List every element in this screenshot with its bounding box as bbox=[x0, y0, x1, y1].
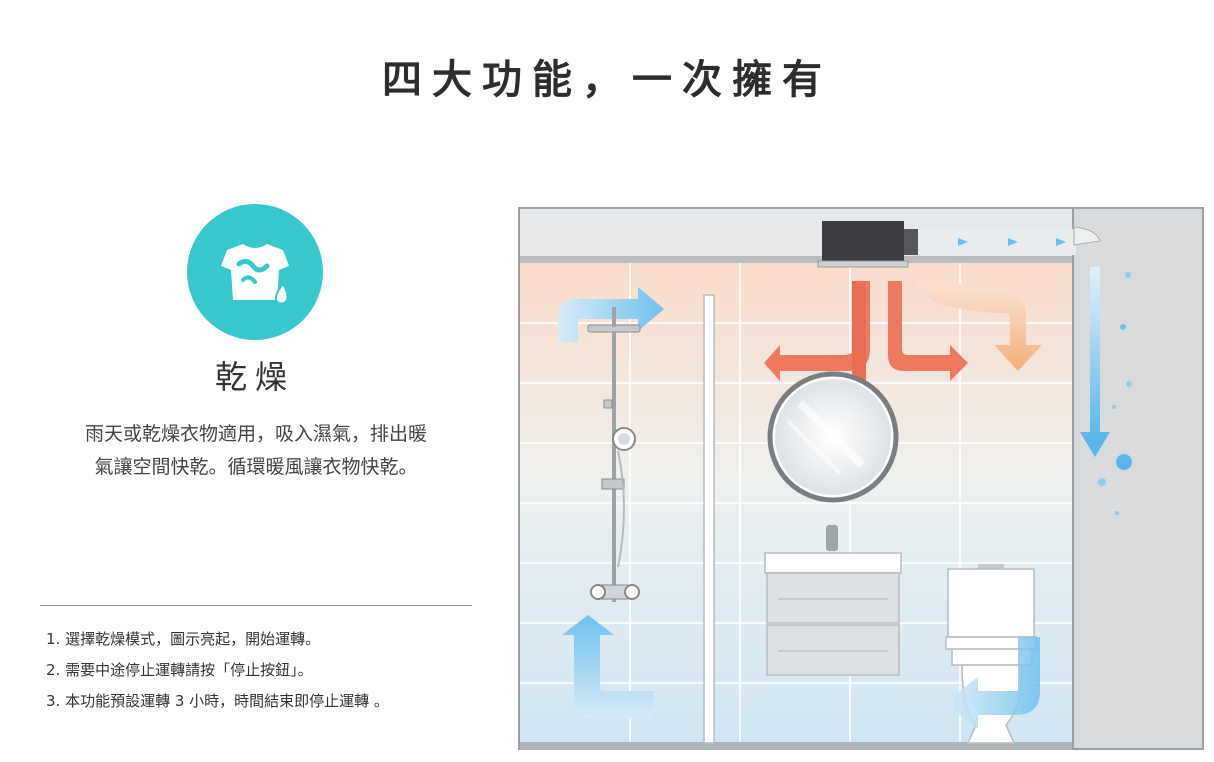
feature-description-line: 氣讓空間快乾。循環暖風讓衣物快乾。 bbox=[94, 456, 418, 478]
feature-title: 乾燥 bbox=[214, 358, 295, 396]
step-item: 1. 選擇乾燥模式，圖示亮起，開始運轉。 bbox=[46, 630, 321, 648]
steps-list: 1. 選擇乾燥模式，圖示亮起，開始運轉。 2. 需要中途停止運轉請按「停止按鈕」… bbox=[46, 624, 389, 717]
bathroom-illustration bbox=[518, 207, 1204, 750]
step-item: 2. 需要中途停止運轉請按「停止按鈕」。 bbox=[46, 661, 313, 679]
step-item: 3. 本功能預設運轉 3 小時，時間結束即停止運轉 。 bbox=[46, 692, 389, 710]
feature-description: 雨天或乾燥衣物適用，吸入濕氣，排出暖 氣讓空間快乾。循環暖風讓衣物快乾。 bbox=[40, 418, 472, 484]
divider bbox=[40, 605, 472, 606]
clothes-drying-icon bbox=[187, 204, 323, 340]
feature-description-line: 雨天或乾燥衣物適用，吸入濕氣，排出暖 bbox=[84, 423, 427, 445]
page-title: 四大功能，一次擁有 bbox=[382, 56, 832, 103]
